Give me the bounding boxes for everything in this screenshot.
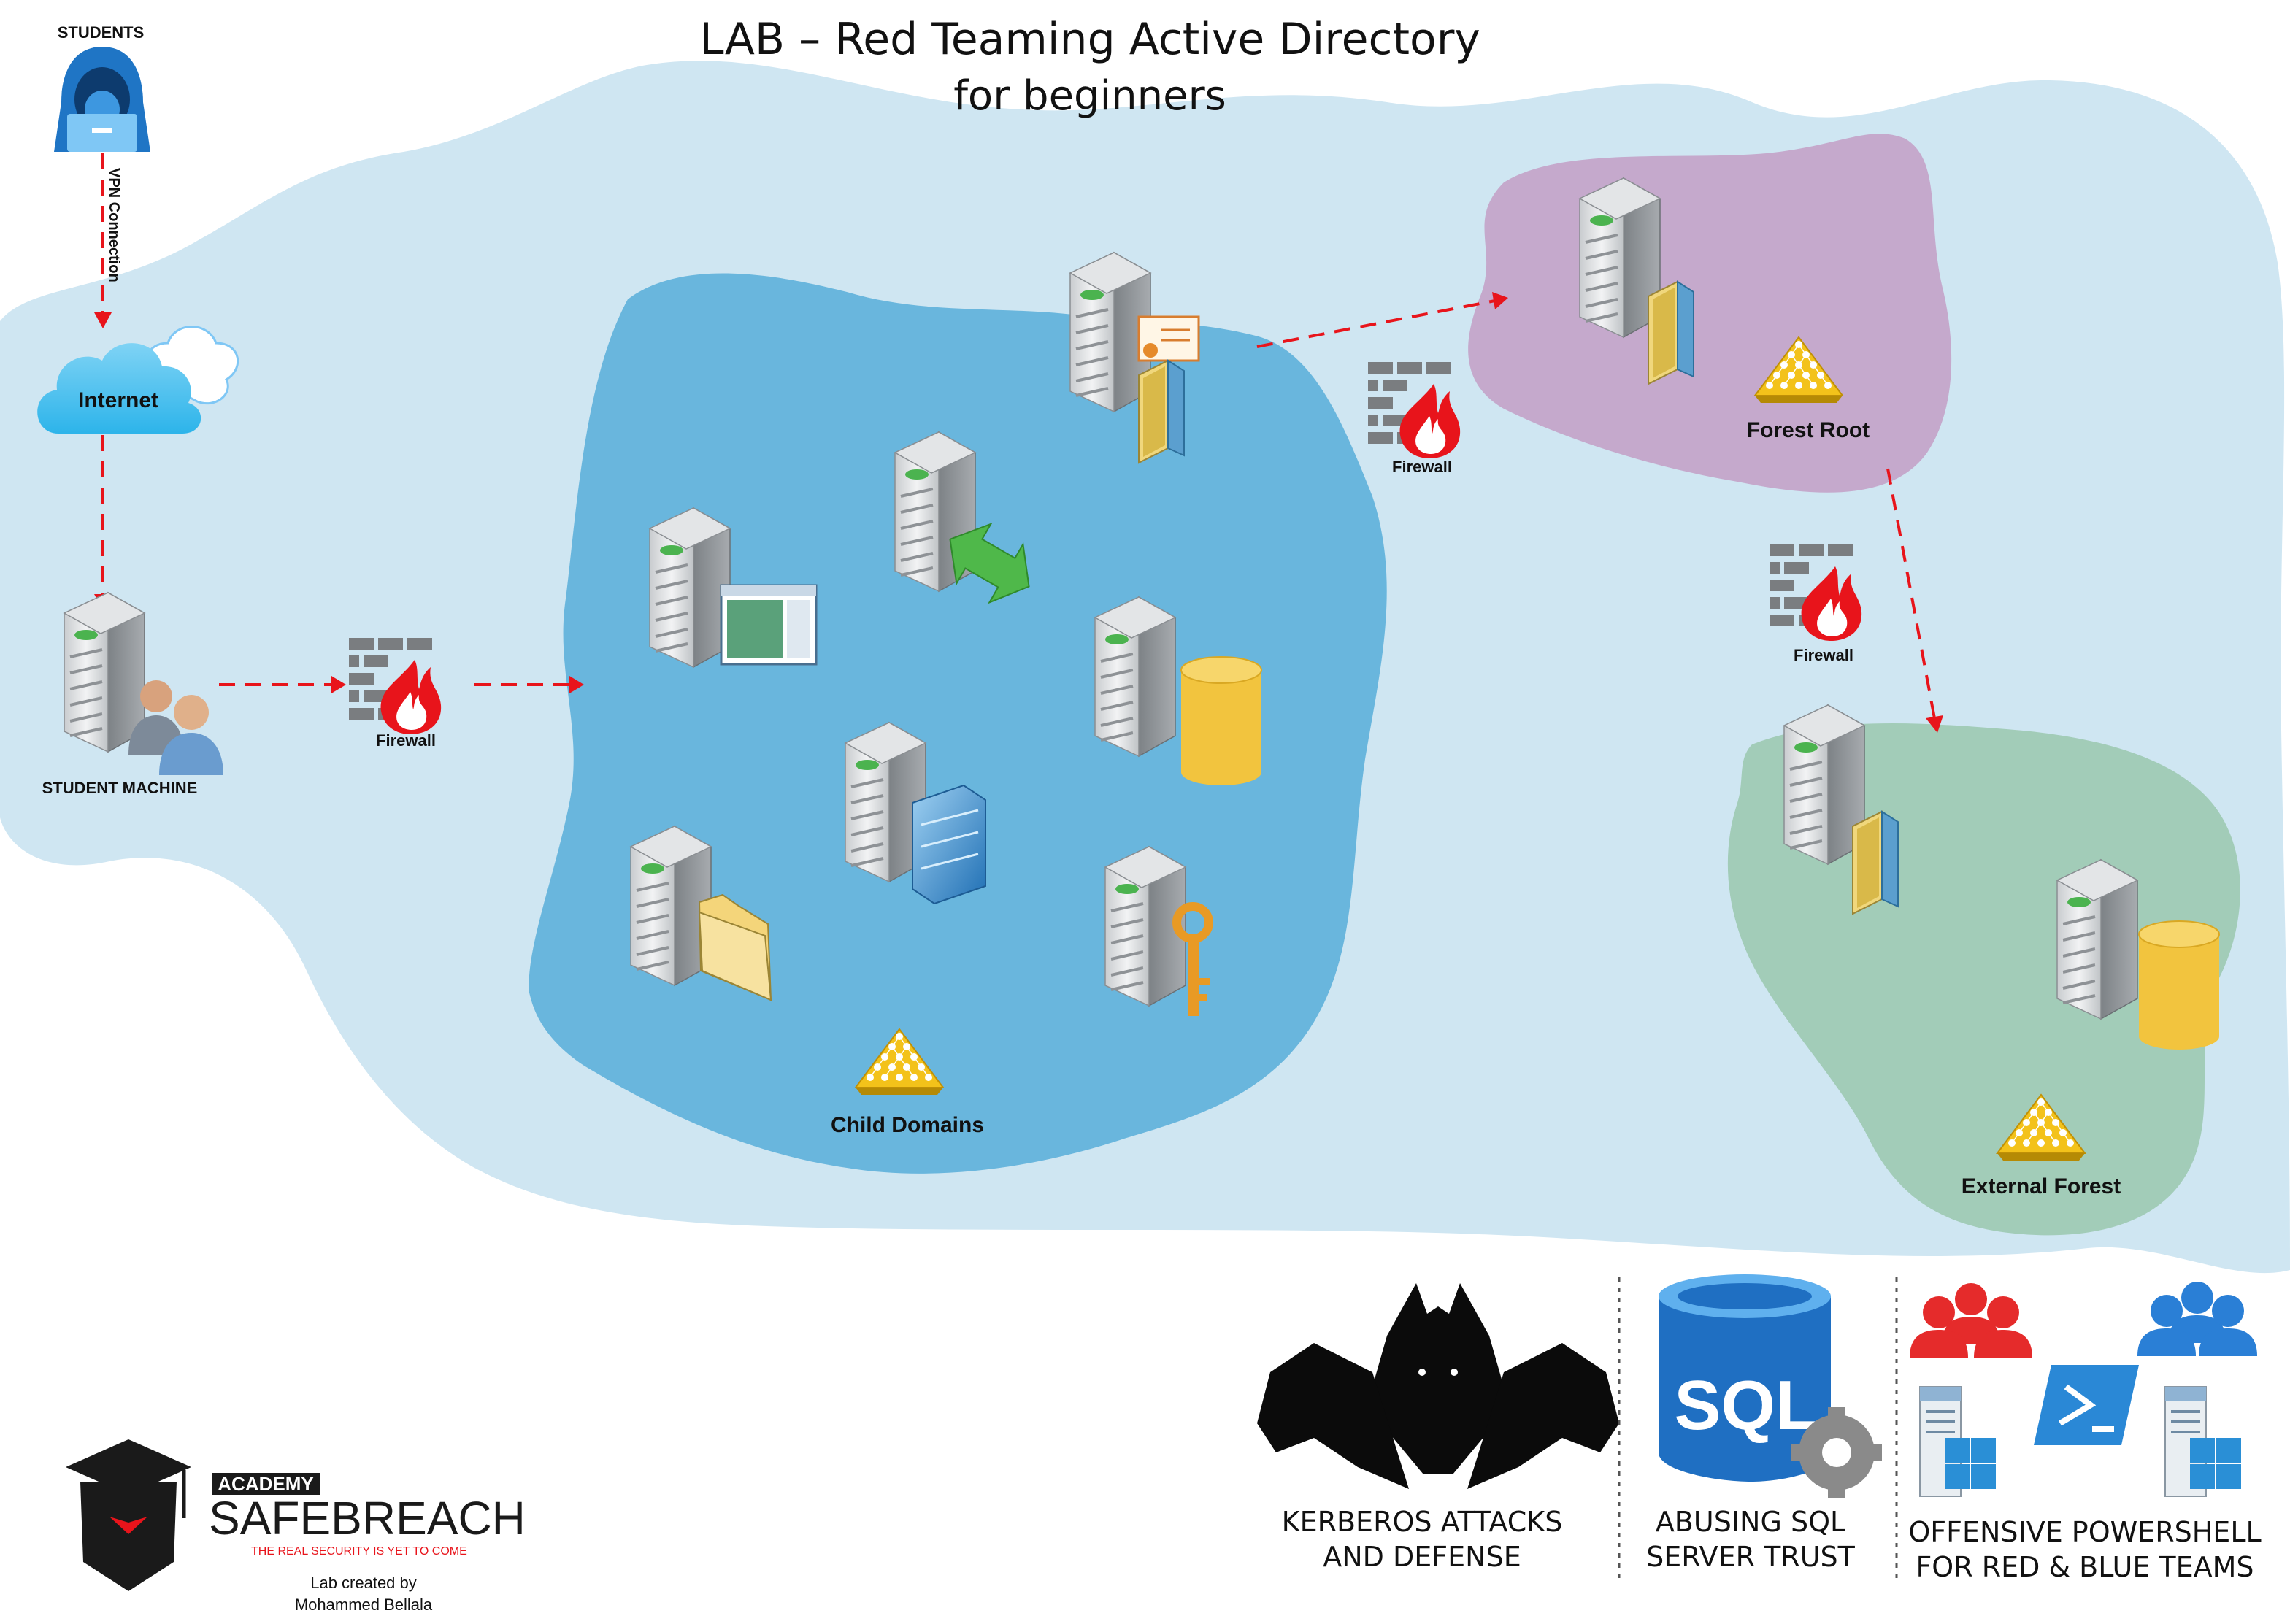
sql-topic-line2: SERVER TRUST — [1646, 1541, 1855, 1573]
gear-icon — [1791, 1407, 1882, 1498]
root-to-external-arrow — [1886, 468, 1936, 719]
vpn-connection-label: VPN Connection — [106, 168, 122, 282]
book-icon — [1648, 281, 1694, 385]
academy-cap-logo — [66, 1439, 191, 1591]
diagram-subtitle: for beginners — [953, 72, 1226, 120]
sync-arrow-icon — [949, 523, 1030, 604]
cerberus-icon — [1257, 1283, 1619, 1489]
building-icon — [912, 784, 986, 905]
red-team-icon — [1910, 1283, 2032, 1358]
external-database-server-icon — [2056, 858, 2139, 1020]
powershell-icon — [2034, 1365, 2139, 1445]
application-window-icon — [720, 584, 818, 666]
sql-database-icon — [1659, 1274, 1831, 1482]
windows-server-icon — [1918, 1385, 1997, 1498]
brand-name: SAFEBREACH — [209, 1492, 526, 1544]
forest-root-label: Forest Root — [1747, 418, 1870, 442]
database-icon — [2138, 920, 2220, 1050]
key-icon — [1172, 902, 1213, 1016]
academy-banner — [212, 1473, 320, 1495]
child-domains-label: Child Domains — [831, 1113, 984, 1137]
credit-line1: Lab created by — [310, 1574, 417, 1592]
internet-label: Internet — [78, 388, 158, 412]
certificate-icon — [1137, 315, 1200, 362]
database-server-icon — [1094, 596, 1177, 758]
student-machine-server-icon — [63, 591, 146, 753]
brand-tagline: THE REAL SECURITY IS YET TO COME — [251, 1545, 467, 1558]
folder-icon — [698, 893, 772, 1001]
powershell-topic-line2: FOR RED & BLUE TEAMS — [1916, 1551, 2254, 1583]
windows-server-icon — [2164, 1385, 2243, 1498]
credit-line2: Mohammed Bellala — [295, 1596, 433, 1614]
diagram-title: LAB – Red Teaming Active Directory — [699, 14, 1480, 65]
book-icon — [1138, 360, 1185, 463]
internet-cloud-icon — [37, 326, 239, 434]
sql-topic-line1: ABUSING SQL — [1656, 1506, 1845, 1538]
blue-team-icon — [2137, 1282, 2257, 1356]
firewall-label-3: Firewall — [1794, 646, 1853, 664]
students-label: STUDENTS — [58, 23, 145, 42]
kerberos-topic-line1: KERBEROS ATTACKS — [1282, 1506, 1563, 1538]
database-icon — [1180, 656, 1262, 786]
firewall-label-2: Firewall — [1392, 458, 1452, 476]
child-to-root-arrow — [1256, 299, 1496, 348]
student-machine-label: STUDENT MACHINE — [42, 779, 198, 797]
brand-academy: ACADEMY — [218, 1473, 313, 1495]
book-icon — [1852, 811, 1899, 915]
users-icon — [128, 680, 223, 775]
firewall-label-1: Firewall — [376, 731, 436, 750]
application-server-icon — [648, 507, 731, 669]
sql-badge-text: SQL — [1674, 1366, 1818, 1444]
student-hacker-icon — [54, 47, 150, 152]
powershell-topic-line1: OFFENSIVE POWERSHELL — [1908, 1516, 2261, 1548]
external-forest-label: External Forest — [1962, 1174, 2121, 1198]
kerberos-topic-line2: AND DEFENSE — [1323, 1541, 1521, 1573]
